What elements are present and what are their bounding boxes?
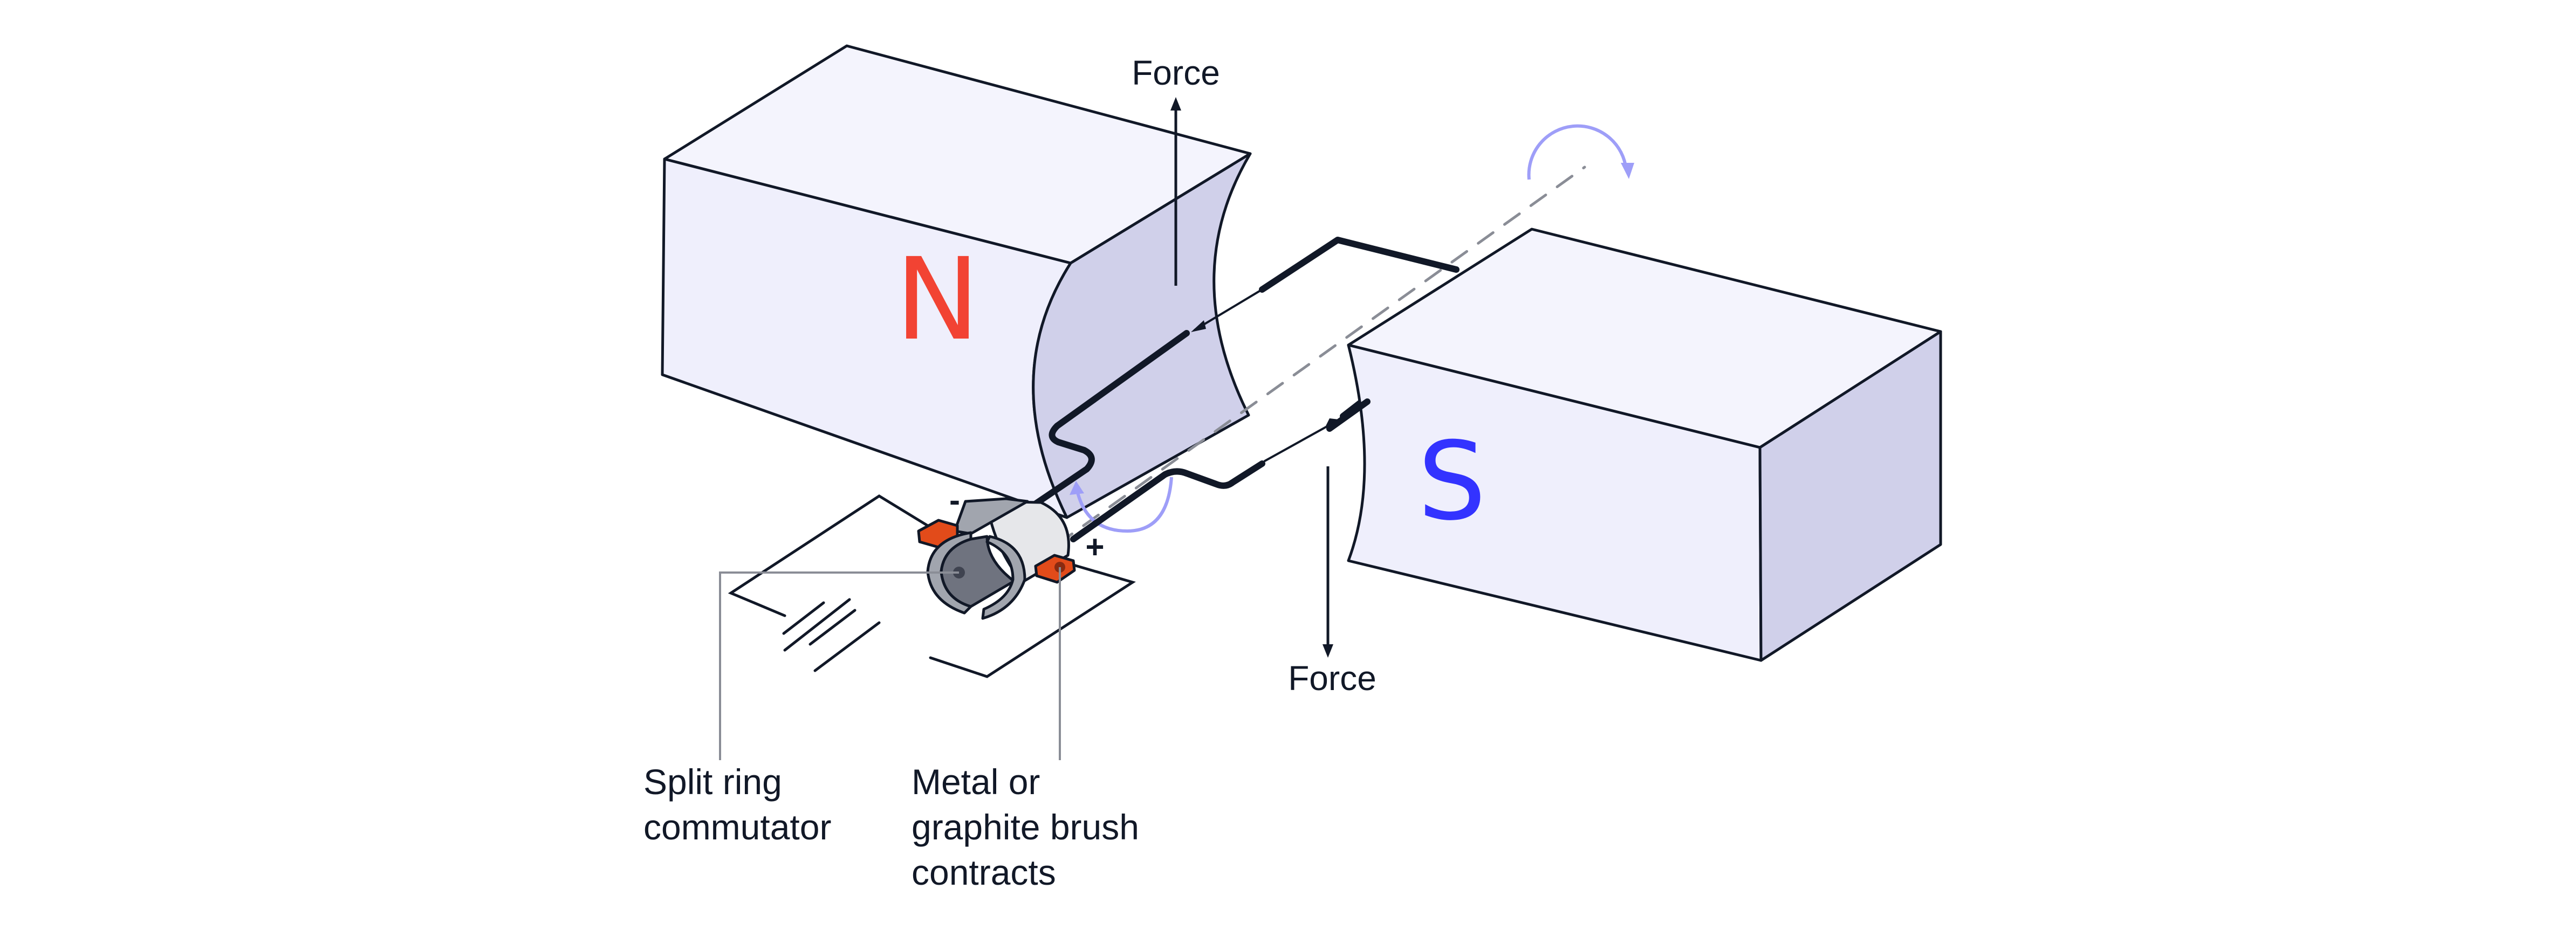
- force-down-label: Force: [1288, 659, 1376, 698]
- positive-terminal-label: +: [1085, 529, 1104, 565]
- south-magnet-side-face: [1758, 330, 1942, 662]
- south-magnet: S: [1347, 228, 1942, 662]
- current-arrow-right-icon: [1326, 418, 1339, 426]
- north-magnet: N: [661, 44, 1252, 519]
- brush-callout-line-1: Metal or: [912, 762, 1040, 802]
- south-magnet-front-face: [1347, 343, 1763, 662]
- force-down-arrowhead-icon: [1323, 644, 1333, 658]
- commutator-callout-line-2: commutator: [643, 807, 831, 847]
- battery-plate: [809, 609, 857, 646]
- south-pole-label: S: [1418, 419, 1486, 545]
- commutator-lower-segment: [981, 535, 1026, 620]
- battery-plate: [782, 601, 825, 635]
- battery-plate: [783, 598, 851, 652]
- armature-coil: [1000, 237, 1460, 542]
- current-arrow-left-icon: [1191, 320, 1206, 332]
- rotation-arrowhead-bottom-icon: [1070, 481, 1084, 495]
- force-up-arrowhead-icon: [1170, 97, 1181, 111]
- commutator-callout: Split ring commutator: [643, 762, 831, 847]
- rotation-arrowhead-top-icon: [1621, 163, 1634, 179]
- rotation-axis: [1056, 166, 1586, 546]
- north-magnet-pole-face: [1032, 152, 1252, 519]
- commutator-inner: [940, 535, 1016, 608]
- commutator-callout-line: [719, 571, 959, 760]
- force-down: Force: [1288, 466, 1376, 698]
- negative-terminal-label: -: [949, 482, 960, 518]
- commutator-callout-line-1: Split ring: [643, 762, 782, 802]
- rotation-arrow-top: [1527, 124, 1634, 180]
- brush-callout-line-2: graphite brush: [912, 807, 1139, 847]
- force-up-label: Force: [1132, 53, 1220, 92]
- north-pole-label: N: [895, 233, 979, 366]
- brush-callout: Metal or graphite brush contracts: [912, 762, 1149, 892]
- commutator-assembly: [917, 497, 1076, 620]
- brush-callout-line-3: contracts: [912, 852, 1056, 892]
- rotation-arrow-bottom: [1070, 477, 1173, 533]
- battery-plate: [813, 621, 881, 672]
- force-up: Force: [1132, 53, 1220, 286]
